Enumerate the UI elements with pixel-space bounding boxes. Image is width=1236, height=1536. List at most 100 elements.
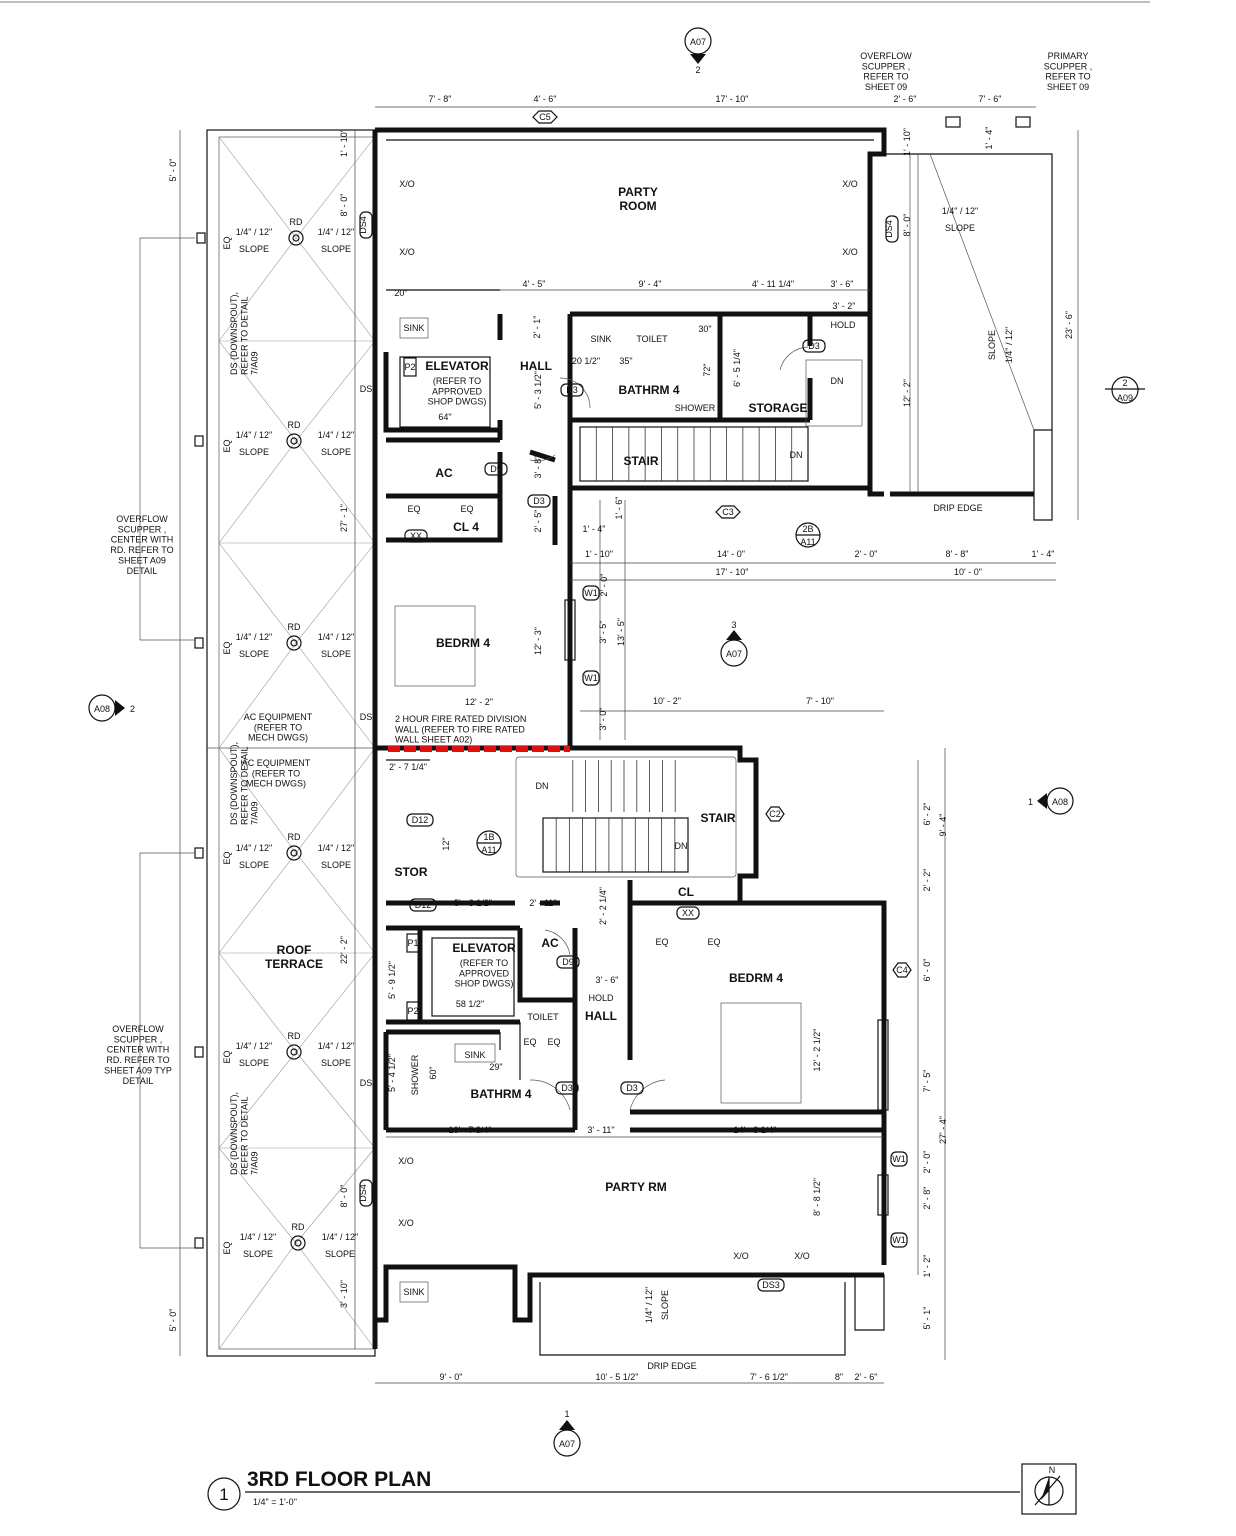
- svg-text:12' - 2 1/2": 12' - 2 1/2": [812, 1029, 822, 1072]
- svg-text:XX: XX: [682, 908, 694, 918]
- svg-text:W1: W1: [892, 1235, 906, 1245]
- svg-text:DN: DN: [536, 781, 549, 791]
- svg-text:58 1/2": 58 1/2": [456, 999, 484, 1009]
- svg-text:14' - 3 1/4": 14' - 3 1/4": [734, 1125, 777, 1135]
- svg-text:1/4" / 12": 1/4" / 12": [318, 632, 354, 642]
- svg-text:1/4" / 12": 1/4" / 12": [318, 227, 354, 237]
- tag-xx: XX: [676, 906, 700, 920]
- svg-text:X/O: X/O: [398, 1218, 414, 1228]
- room-label-storage: STORAGE: [748, 401, 807, 415]
- svg-text:D9: D9: [490, 464, 502, 474]
- svg-text:1' - 4": 1' - 4": [583, 524, 606, 534]
- svg-text:SLOPE: SLOPE: [243, 1249, 273, 1259]
- stair-lower: [555, 760, 676, 872]
- svg-text:17' - 10": 17' - 10": [716, 567, 749, 577]
- svg-text:D3: D3: [626, 1083, 638, 1093]
- svg-text:64": 64": [438, 412, 451, 422]
- svg-text:SINK: SINK: [590, 334, 611, 344]
- room-label-elevator-upper: ELEVATOR: [425, 359, 489, 373]
- svg-text:1' - 4": 1' - 4": [984, 127, 994, 150]
- svg-text:8' - 8": 8' - 8": [946, 549, 969, 559]
- plan-title: 3RD FLOOR PLAN: [247, 1468, 431, 1491]
- svg-text:EQ: EQ: [222, 1241, 232, 1254]
- room-label-party-rm: PARTY RM: [605, 1180, 667, 1194]
- svg-text:8' - 8 1/2": 8' - 8 1/2": [812, 1178, 822, 1216]
- roof-drain-icon: [286, 433, 302, 449]
- tag-p2: P2: [406, 1001, 420, 1021]
- svg-text:X/O: X/O: [733, 1251, 749, 1261]
- tag-w1: W1: [582, 585, 600, 601]
- elevator-lower-shaft: [431, 937, 515, 1017]
- svg-text:9' - 4": 9' - 4": [938, 814, 948, 837]
- svg-text:DS: DS: [360, 384, 373, 394]
- svg-text:DS4: DS4: [884, 220, 894, 238]
- svg-text:SLOPE: SLOPE: [321, 447, 351, 457]
- svg-text:DS: DS: [360, 1078, 373, 1088]
- svg-text:1/4" / 12": 1/4" / 12": [1004, 327, 1014, 363]
- svg-text:A09: A09: [1117, 393, 1133, 403]
- svg-text:EQ: EQ: [222, 439, 232, 452]
- tag-c2: C2: [765, 806, 785, 822]
- svg-text:72": 72": [702, 363, 712, 376]
- svg-text:XX: XX: [410, 531, 422, 541]
- room-label-cl: CL: [678, 885, 694, 899]
- svg-text:1/4" / 12": 1/4" / 12": [318, 1041, 354, 1051]
- svg-text:RD: RD: [288, 1031, 301, 1041]
- building-walls: [372, 116, 1053, 1356]
- svg-text:X/O: X/O: [399, 247, 415, 257]
- svg-text:20 1/2": 20 1/2": [572, 356, 600, 366]
- svg-text:A07: A07: [559, 1439, 575, 1449]
- svg-text:SINK: SINK: [464, 1050, 485, 1060]
- svg-text:A07: A07: [690, 37, 706, 47]
- svg-text:1/4" / 12": 1/4" / 12": [236, 632, 272, 642]
- tag-c4: C4: [892, 962, 912, 978]
- tag-d3: D3: [802, 339, 826, 353]
- section-marker-top: A07 2: [684, 27, 712, 75]
- svg-text:2' - 2": 2' - 2": [922, 869, 932, 892]
- svg-text:X/O: X/O: [842, 247, 858, 257]
- svg-text:P2: P2: [404, 362, 415, 372]
- roof-drain-icon: [286, 1044, 302, 1060]
- svg-text:7' - 10": 7' - 10": [806, 696, 834, 706]
- svg-text:3' - 10": 3' - 10": [339, 1280, 349, 1308]
- svg-text:TOILET: TOILET: [636, 334, 668, 344]
- svg-text:N: N: [1049, 1465, 1056, 1475]
- room-label-stair-upper: STAIR: [623, 454, 658, 468]
- svg-text:27' - 4": 27' - 4": [938, 1116, 948, 1144]
- svg-text:35": 35": [619, 356, 632, 366]
- svg-text:C3: C3: [722, 507, 734, 517]
- svg-text:13' - 5": 13' - 5": [616, 618, 626, 646]
- svg-text:2' - 5": 2' - 5": [533, 510, 543, 533]
- svg-text:SINK: SINK: [403, 1287, 424, 1297]
- svg-text:HOLD: HOLD: [830, 320, 856, 330]
- svg-text:RD: RD: [292, 1222, 305, 1232]
- roof-drain-icon: [290, 1235, 306, 1251]
- svg-text:A11: A11: [481, 845, 496, 855]
- svg-text:D3: D3: [561, 1083, 573, 1093]
- svg-text:5' - 3 1/2": 5' - 3 1/2": [533, 371, 543, 409]
- svg-text:4' - 11 1/4": 4' - 11 1/4": [752, 279, 794, 289]
- svg-text:3' - 8": 3' - 8": [533, 456, 543, 479]
- svg-text:5' - 0": 5' - 0": [168, 1309, 178, 1332]
- room-label-bedrm-lower: BEDRM 4: [729, 971, 783, 985]
- svg-text:1' - 10": 1' - 10": [585, 549, 613, 559]
- svg-text:10' - 5 1/2": 10' - 5 1/2": [596, 1372, 639, 1382]
- tag-d3: D3: [527, 494, 551, 508]
- svg-text:1/4" / 12": 1/4" / 12": [322, 1232, 358, 1242]
- svg-text:22' - 2": 22' - 2": [339, 936, 349, 964]
- tag-d12: D12: [409, 898, 437, 912]
- svg-text:9' - 0": 9' - 0": [440, 1372, 463, 1382]
- room-label-hall-lower: HALL: [585, 1009, 617, 1023]
- svg-text:2' - 1": 2' - 1": [532, 316, 542, 339]
- svg-text:1B: 1B: [483, 832, 494, 842]
- svg-text:12' - 2": 12' - 2": [465, 697, 493, 707]
- svg-text:DS4: DS4: [358, 1184, 368, 1202]
- svg-text:2: 2: [130, 704, 135, 714]
- svg-text:5' - 3 1/2": 5' - 3 1/2": [454, 898, 492, 908]
